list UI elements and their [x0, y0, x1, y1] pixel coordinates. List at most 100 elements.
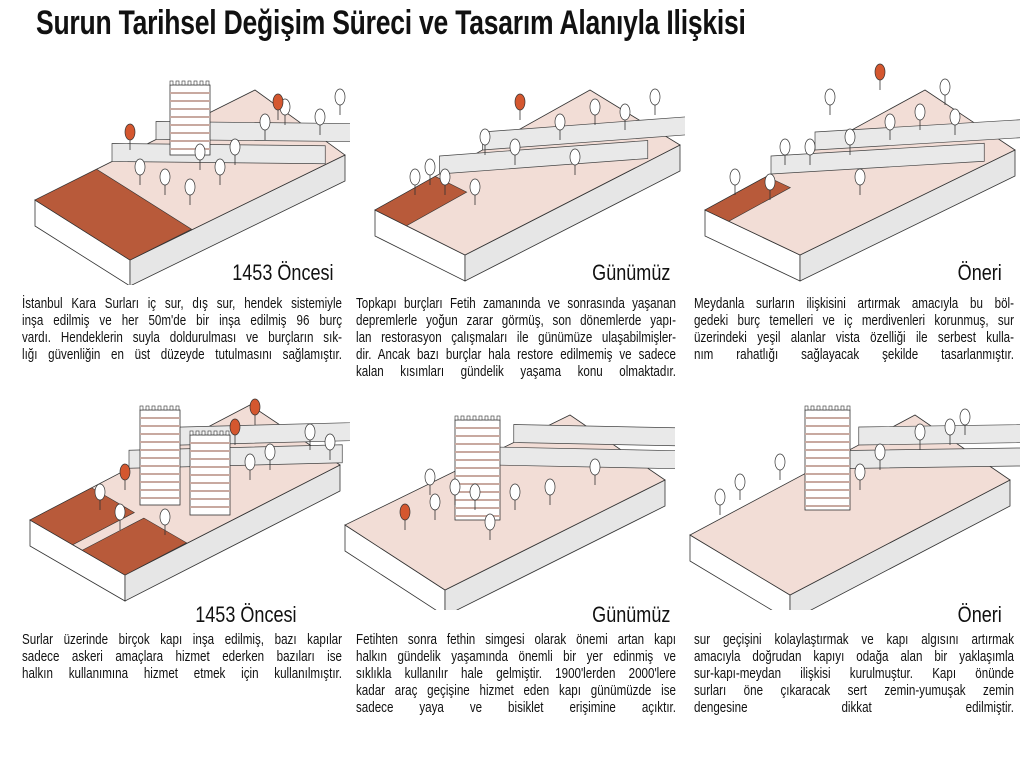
tree-icon	[544, 478, 556, 496]
tree-icon	[94, 483, 106, 501]
tree-icon	[479, 128, 491, 146]
wall	[513, 424, 675, 447]
red-tree-icon	[514, 93, 526, 111]
tree-icon	[244, 453, 256, 471]
tree-icon	[264, 443, 276, 461]
tree-icon	[334, 88, 346, 106]
text-line: amacıyla doğrudan kapıyı odağa alan bir …	[694, 649, 1014, 665]
battlement	[213, 430, 218, 436]
panel-description: Fetihten sonra fethin simgesi olarak öne…	[356, 632, 676, 717]
tree-icon	[649, 88, 661, 106]
text-line: Meydanla surların ilişkisini artırmak am…	[694, 296, 1014, 312]
drawing-proposal-gate	[689, 405, 1020, 610]
red-tree-icon	[249, 398, 261, 416]
battlement	[822, 405, 827, 411]
tree-icon	[424, 468, 436, 486]
tree-icon	[449, 478, 461, 496]
battlement	[187, 80, 192, 86]
tree-icon	[424, 158, 436, 176]
tree-icon	[159, 168, 171, 186]
battlement	[151, 405, 156, 411]
tree-icon	[569, 148, 581, 166]
moat-water	[29, 487, 135, 546]
tree-icon	[764, 173, 776, 191]
tree-icon	[429, 493, 441, 511]
text-line: sıklıkla kullanılır hale gelmiştir. 1900…	[356, 666, 676, 682]
text-line: depremlerle yoğun zarar görmüş, son döne…	[356, 313, 676, 329]
battlement	[207, 430, 212, 436]
text-line: surları öne çıkaracak sert zemin-yumuşak…	[694, 683, 1014, 699]
battlement	[484, 415, 489, 421]
text-line: sadece yaya ve bisiklet erişimine açıktı…	[356, 700, 676, 716]
battlement	[163, 405, 168, 411]
tree-icon	[804, 138, 816, 156]
panel-label: Öneri	[957, 260, 1002, 285]
tree-icon	[944, 418, 956, 436]
panel-label: Günümüz	[591, 260, 670, 285]
tree-icon	[824, 88, 836, 106]
text-line: sur geçişini kolaylaştırmak ve kapı algı…	[694, 632, 1014, 648]
panel-label: Günümüz	[591, 602, 670, 627]
text-line: nım rahatlığı sağlayacak şekilde tasarla…	[694, 347, 1014, 363]
battlement	[169, 405, 174, 411]
tree-icon	[509, 483, 521, 501]
red-tree-icon	[119, 463, 131, 481]
text-line: sadece askeri amaçlara hizmet ederken ba…	[22, 649, 342, 665]
tree-icon	[854, 168, 866, 186]
tree-icon	[774, 453, 786, 471]
text-line: üzerindeki yeşil alanlar vista özelliği …	[694, 330, 1014, 346]
text-line: halkın kullanımına hizmet etmek için kul…	[22, 666, 342, 682]
text-line: halkın gündelik yaşamında önemli bir yer…	[356, 649, 676, 665]
tree-icon	[844, 128, 856, 146]
red-tree-icon	[229, 418, 241, 436]
battlement	[199, 80, 204, 86]
text-line: vardı. Hendeklerin suyla doldurulması ve…	[22, 330, 342, 346]
tree-icon	[409, 168, 421, 186]
tree-icon	[779, 138, 791, 156]
tree-icon	[324, 433, 336, 451]
tree-icon	[469, 483, 481, 501]
battlement	[157, 405, 162, 411]
text-line: gedeki burç temelleri ve iç merdivenleri…	[694, 313, 1014, 329]
wall	[770, 142, 985, 175]
tree-icon	[589, 458, 601, 476]
panel-label: 1453 Öncesi	[232, 260, 334, 285]
red-tree-icon	[124, 123, 136, 141]
tree-icon	[884, 113, 896, 131]
tree-icon	[469, 178, 481, 196]
tree-icon	[959, 408, 971, 426]
drawing-today-gate	[344, 414, 675, 610]
battlement	[454, 415, 459, 421]
panel-description: Surlar üzerinde birçok kapı inşa edilmiş…	[22, 632, 342, 683]
drawing-today-walls	[374, 88, 685, 282]
tree-icon	[729, 168, 741, 186]
tower	[169, 84, 211, 156]
battlement	[195, 430, 200, 436]
drawing-proposal-walls	[704, 63, 1020, 282]
text-line: kadar araç geçişine hizmet eden kapı gün…	[356, 683, 676, 699]
tree-icon	[214, 158, 226, 176]
tree-icon	[194, 143, 206, 161]
tree-icon	[114, 503, 126, 521]
tree-icon	[439, 168, 451, 186]
tree-icon	[304, 423, 316, 441]
battlement	[828, 405, 833, 411]
battlement	[175, 80, 180, 86]
text-line: lan restorasyon çalışmaları ile günümüze…	[356, 330, 676, 346]
text-line: Surlar üzerinde birçok kapı inşa edilmiş…	[22, 632, 342, 648]
wall	[858, 424, 1020, 446]
red-tree-icon	[272, 93, 284, 111]
battlement	[181, 80, 186, 86]
battlement	[169, 80, 174, 86]
tree-icon	[874, 443, 886, 461]
panel-label: Öneri	[957, 602, 1002, 627]
battlement	[189, 430, 194, 436]
battlement	[193, 80, 198, 86]
tree-icon	[949, 108, 961, 126]
panel-description: Topkapı burçları Fetih zamanında ve sonr…	[356, 296, 676, 381]
wall	[128, 444, 343, 469]
tree-icon	[259, 113, 271, 131]
tree-icon	[939, 78, 951, 96]
panel-description: İstanbul Kara Surları iç sur, dış sur, h…	[22, 296, 342, 364]
